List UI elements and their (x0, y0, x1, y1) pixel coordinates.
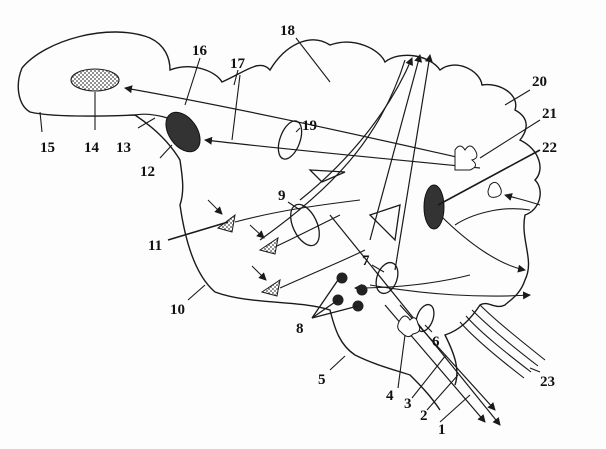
nucleus-12 (165, 111, 201, 153)
label-5: 5 (318, 372, 326, 388)
label-17: 17 (230, 56, 246, 72)
leader-8b (311, 299, 339, 319)
label-19: 19 (302, 118, 317, 134)
leader-20 (504, 89, 531, 106)
projection-to-12 (204, 136, 481, 169)
label-14: 14 (84, 140, 100, 156)
oval-19 (277, 120, 303, 160)
label-2: 2 (420, 408, 428, 424)
neuron-8b (356, 284, 368, 296)
label-6: 6 (432, 334, 440, 350)
label-18: 18 (280, 23, 295, 39)
small-arrow-right (504, 193, 541, 206)
label-11: 11 (148, 238, 162, 254)
leader-8a (311, 279, 339, 319)
leader-17 (233, 69, 239, 86)
label-8: 8 (296, 321, 304, 337)
label-3: 3 (404, 396, 412, 412)
oval-6 (415, 303, 435, 333)
nucleus-22-efferent (439, 214, 526, 273)
leader-1 (439, 394, 471, 423)
label-4: 4 (386, 388, 394, 404)
dotted-area-14 (70, 68, 120, 92)
pyramidal-axon-2 (276, 214, 341, 247)
long-line-to-right (369, 284, 531, 300)
leader-19 (295, 127, 301, 133)
label-15: 15 (40, 140, 55, 156)
ascending-curve-c (299, 57, 413, 201)
leader-8c (311, 305, 359, 319)
leader-2 (426, 374, 459, 411)
leader-7 (371, 264, 385, 273)
leader-15 (39, 111, 43, 133)
label-21: 21 (542, 106, 557, 122)
wavy-structure-21 (454, 145, 478, 171)
label-20: 20 (532, 74, 547, 90)
label-12: 12 (140, 164, 155, 180)
projection-to-14 (124, 85, 471, 161)
pyramidal-neuron-1 (216, 213, 236, 233)
leader-12 (159, 144, 173, 159)
oval-7 (375, 261, 399, 295)
nucleus-22-loop (454, 208, 531, 226)
leader-23 (529, 367, 541, 373)
ascending-line-a (394, 54, 433, 271)
pyramidal-neuron-2 (258, 236, 279, 255)
leader-11 (167, 221, 229, 241)
label-1: 1 (438, 422, 446, 438)
input-arrow-3 (251, 265, 267, 281)
leader-21 (479, 119, 541, 159)
cortex-lower-outline (17, 67, 441, 411)
wavy-structure-4 (397, 315, 421, 338)
label-13: 13 (116, 140, 131, 156)
leader-22 (437, 149, 541, 206)
leader-13 (137, 117, 156, 129)
projection-to-8-cluster (354, 274, 471, 292)
ascending-curve-d (259, 59, 406, 241)
label-10: 10 (170, 302, 185, 318)
cortex-outline (21, 31, 541, 386)
input-arrow-1 (207, 199, 223, 215)
pyramidal-axon-1 (234, 199, 361, 223)
label-7: 7 (362, 253, 370, 269)
pyramidal-axon-3 (279, 249, 366, 289)
wavy-structure-right (487, 181, 502, 198)
leader-10 (187, 284, 206, 301)
spinal-bundle (459, 304, 546, 379)
label-23: 23 (540, 374, 555, 390)
label-9: 9 (278, 188, 286, 204)
triangle-lower (368, 204, 401, 242)
tract-17 (231, 74, 241, 141)
nucleus-22 (423, 184, 445, 230)
input-arrow-2 (249, 224, 265, 239)
leader-18 (295, 37, 331, 83)
ascending-line-b (369, 54, 423, 241)
leader-9 (287, 201, 301, 211)
neuron-8a (336, 272, 348, 284)
leader-6 (424, 324, 433, 333)
leader-4 (397, 334, 406, 389)
pyramidal-neuron-3 (260, 278, 281, 297)
triangle-upper (308, 169, 346, 183)
leader-3 (411, 354, 447, 399)
leader-5 (329, 355, 346, 371)
leader-16 (184, 57, 201, 106)
oval-9 (290, 203, 320, 247)
label-22: 22 (542, 140, 557, 156)
label-16: 16 (192, 43, 208, 59)
